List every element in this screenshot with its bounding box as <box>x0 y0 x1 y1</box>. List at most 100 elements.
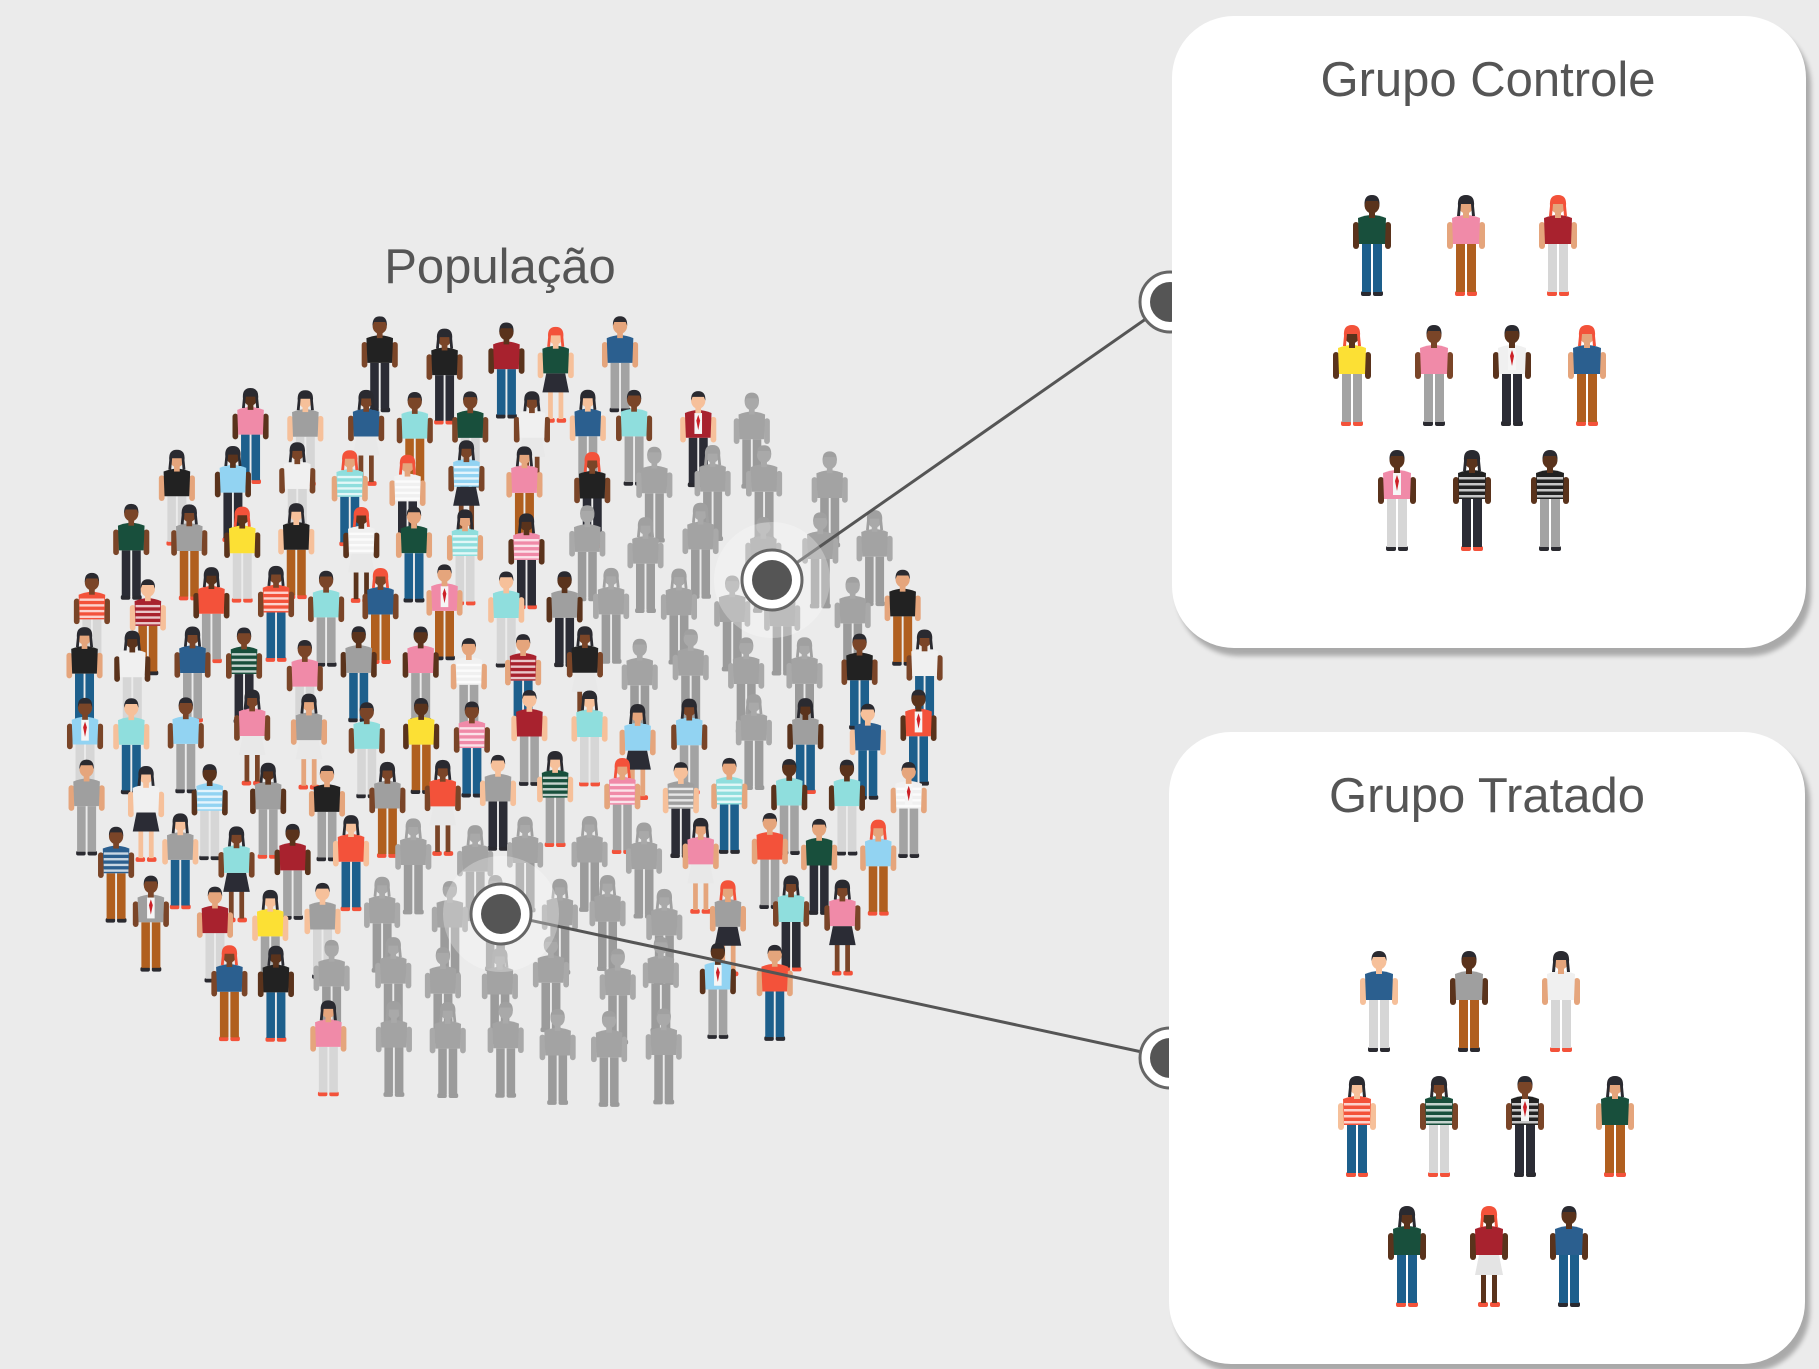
person-icon <box>699 942 736 1039</box>
person-icon <box>1470 1206 1508 1307</box>
person-icon <box>127 765 165 862</box>
person-icon <box>751 813 788 909</box>
person-icon <box>1542 951 1580 1052</box>
person-icon <box>211 945 248 1042</box>
person-icon <box>232 388 269 484</box>
connector-dot-icon <box>443 856 559 972</box>
person-icon <box>113 503 150 600</box>
person-icon <box>645 1008 682 1105</box>
connector-dot-icon <box>714 522 830 638</box>
person-icon <box>274 823 311 920</box>
person-icon <box>286 640 323 737</box>
person-icon <box>636 446 673 543</box>
person-icon <box>771 758 808 855</box>
person-icon <box>453 701 490 798</box>
person-icon <box>711 757 748 854</box>
person-icon <box>257 565 295 662</box>
person-icon <box>787 698 824 795</box>
person-icon <box>1415 325 1453 426</box>
person-icon <box>890 762 927 858</box>
person-icon <box>662 762 699 859</box>
person-icon <box>601 316 639 413</box>
person-icon <box>824 879 861 976</box>
person-icon <box>1420 1076 1458 1177</box>
person-icon <box>310 1000 347 1097</box>
person-icon <box>426 328 463 425</box>
person-icon <box>332 815 370 912</box>
person-icon <box>539 1008 576 1105</box>
treated-group-card: Grupo Tratado <box>1169 732 1805 1364</box>
person-icon <box>403 698 440 794</box>
person-icon <box>348 389 385 486</box>
person-icon <box>224 506 261 603</box>
person-icon <box>98 826 135 923</box>
person-icon <box>375 1000 412 1097</box>
person-icon <box>218 826 255 923</box>
person-icon <box>569 505 606 602</box>
person-icon <box>402 626 439 723</box>
person-icon <box>756 944 793 1041</box>
person-icon <box>591 1010 628 1107</box>
person-icon <box>860 819 897 916</box>
control-group-card: Grupo Controle <box>1172 16 1806 648</box>
person-icon <box>308 765 346 862</box>
person-icon <box>362 568 399 664</box>
person-icon <box>174 626 211 723</box>
person-icon <box>68 759 105 856</box>
person-icon <box>424 759 461 856</box>
person-icon <box>343 506 380 603</box>
control-group-title: Grupo Controle <box>1320 53 1656 107</box>
person-icon <box>257 945 294 1042</box>
person-icon <box>849 703 886 800</box>
person-icon <box>733 392 770 489</box>
person-icon <box>1453 450 1491 551</box>
person-icon <box>1388 1206 1426 1307</box>
person-icon <box>132 875 169 972</box>
person-icon <box>593 567 630 664</box>
person-icon <box>537 326 574 423</box>
control-group-people <box>1333 195 1606 551</box>
person-icon <box>196 886 234 983</box>
person-icon <box>162 813 199 910</box>
person-icon <box>361 316 398 413</box>
person-icon <box>589 875 626 971</box>
person-icon <box>340 626 377 723</box>
person-icon <box>682 817 719 914</box>
connector-treated-line <box>500 912 1171 1060</box>
person-icon <box>193 567 230 664</box>
person-icon <box>234 689 271 786</box>
person-icon <box>841 633 878 730</box>
person-icon <box>450 638 487 735</box>
person-icon <box>1550 1206 1588 1307</box>
person-icon <box>479 754 517 851</box>
person-icon <box>571 690 608 787</box>
person-icon <box>1596 1076 1634 1177</box>
person-icon <box>1506 1076 1544 1177</box>
person-icon <box>900 689 937 786</box>
person-icon <box>1360 951 1398 1052</box>
person-icon <box>1338 1076 1376 1177</box>
person-icon <box>487 1001 524 1098</box>
person-icon <box>171 504 208 601</box>
person-icon <box>313 939 350 1036</box>
treated-group-people <box>1338 951 1634 1307</box>
person-icon <box>537 751 574 847</box>
person-icon <box>191 764 228 861</box>
person-icon <box>429 1002 466 1099</box>
person-icon <box>395 818 432 915</box>
person-icon <box>1353 195 1391 296</box>
person-icon <box>884 569 921 666</box>
person-icon <box>1539 195 1577 296</box>
person-icon <box>856 510 893 607</box>
person-icon <box>1447 195 1485 296</box>
person-icon <box>571 815 608 912</box>
person-icon <box>1450 951 1488 1052</box>
person-icon <box>1378 450 1416 551</box>
person-icon <box>426 564 463 661</box>
person-icon <box>1568 325 1606 426</box>
person-icon <box>369 761 406 858</box>
population-title: População <box>384 240 616 294</box>
person-icon <box>627 517 664 614</box>
